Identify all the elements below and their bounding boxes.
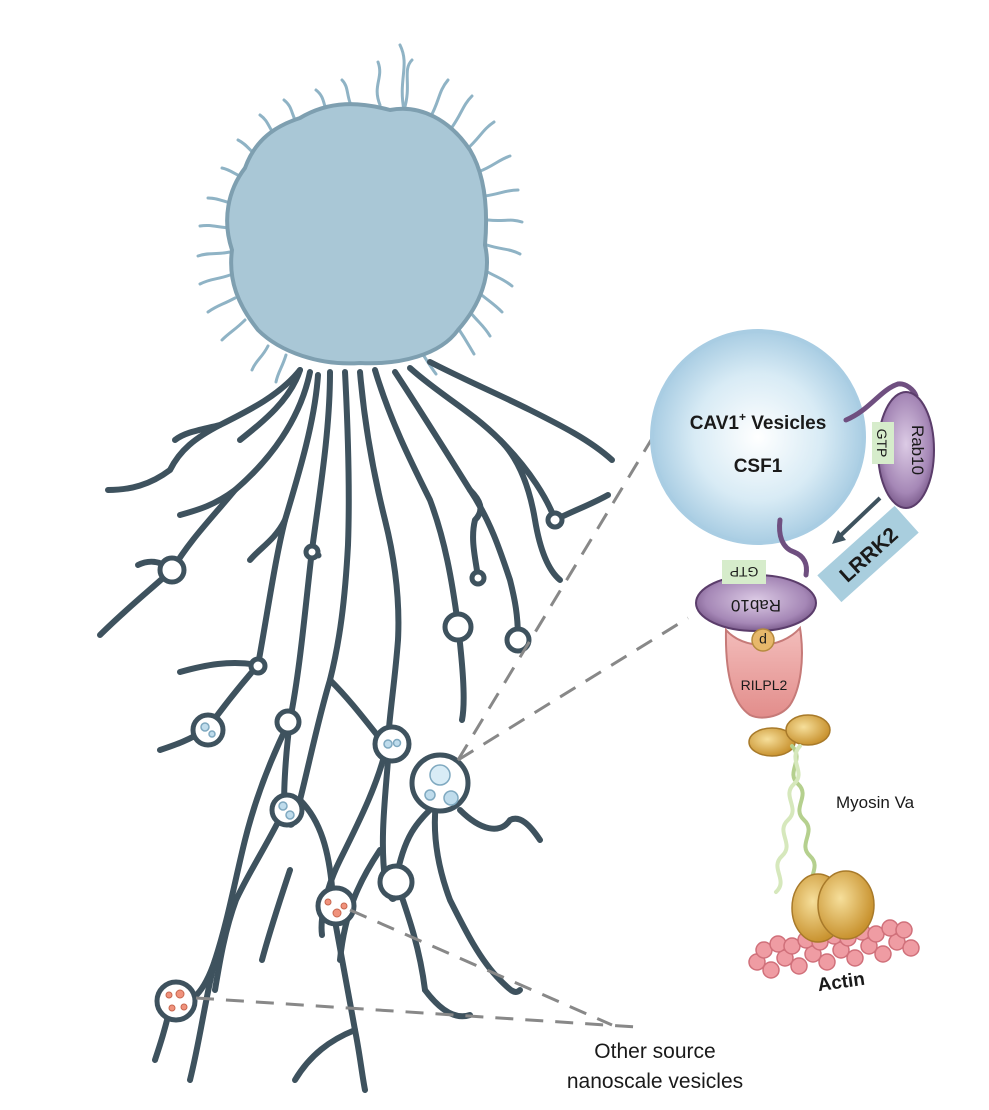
cav1-vesicle bbox=[650, 329, 866, 545]
lrrk2-arrow bbox=[832, 496, 882, 544]
myosin-tail bbox=[774, 744, 818, 894]
cell-body bbox=[225, 102, 489, 366]
swelling bbox=[504, 626, 532, 654]
swelling bbox=[545, 510, 565, 530]
vesicle-title: CAV1+ Vesicles bbox=[690, 410, 827, 434]
swelling bbox=[377, 863, 415, 901]
zoom-lines bbox=[195, 421, 689, 1029]
gtp-bottom-box bbox=[722, 560, 766, 584]
other-source-label-line1: Other source bbox=[594, 1040, 715, 1063]
molecular-pathway: CAV1+ Vesicles CSF1 Rab10 GTP LRRK2 Rab1… bbox=[650, 329, 935, 996]
inner-vesicles bbox=[200, 722, 459, 820]
swelling bbox=[157, 555, 187, 585]
rab10-bottom-label: Rab10 bbox=[731, 596, 781, 615]
swelling bbox=[442, 611, 474, 643]
vesicle-cargo: CSF1 bbox=[734, 456, 783, 477]
gtp-top-box bbox=[872, 422, 894, 464]
swelling bbox=[469, 569, 487, 587]
rilpl2 bbox=[724, 625, 803, 719]
phospho-group bbox=[751, 628, 775, 652]
nanoscale-vesicles bbox=[165, 898, 348, 1012]
other-source-label-line2: nanoscale vesicles bbox=[567, 1070, 743, 1093]
swelling bbox=[269, 792, 305, 828]
neurites bbox=[97, 359, 615, 1093]
actin-label: Actin bbox=[816, 969, 866, 996]
swelling bbox=[315, 885, 357, 927]
myosin-label: Myosin Va bbox=[836, 793, 915, 812]
myosin-motor-head bbox=[817, 870, 875, 940]
myosin-head bbox=[785, 714, 831, 746]
rab10-top-label: Rab10 bbox=[908, 425, 927, 475]
swelling bbox=[248, 656, 268, 676]
gtp-top-label: GTP bbox=[874, 429, 890, 458]
phospho-label: p bbox=[759, 633, 767, 649]
gtp-bottom-label: GTP bbox=[730, 564, 759, 580]
rilpl2-label: RILPL2 bbox=[741, 677, 788, 693]
lrrk2-box: LRRK2 bbox=[817, 505, 919, 603]
cell bbox=[97, 43, 615, 1093]
swelling bbox=[274, 708, 302, 736]
swelling bbox=[303, 543, 321, 561]
swelling bbox=[154, 979, 198, 1023]
